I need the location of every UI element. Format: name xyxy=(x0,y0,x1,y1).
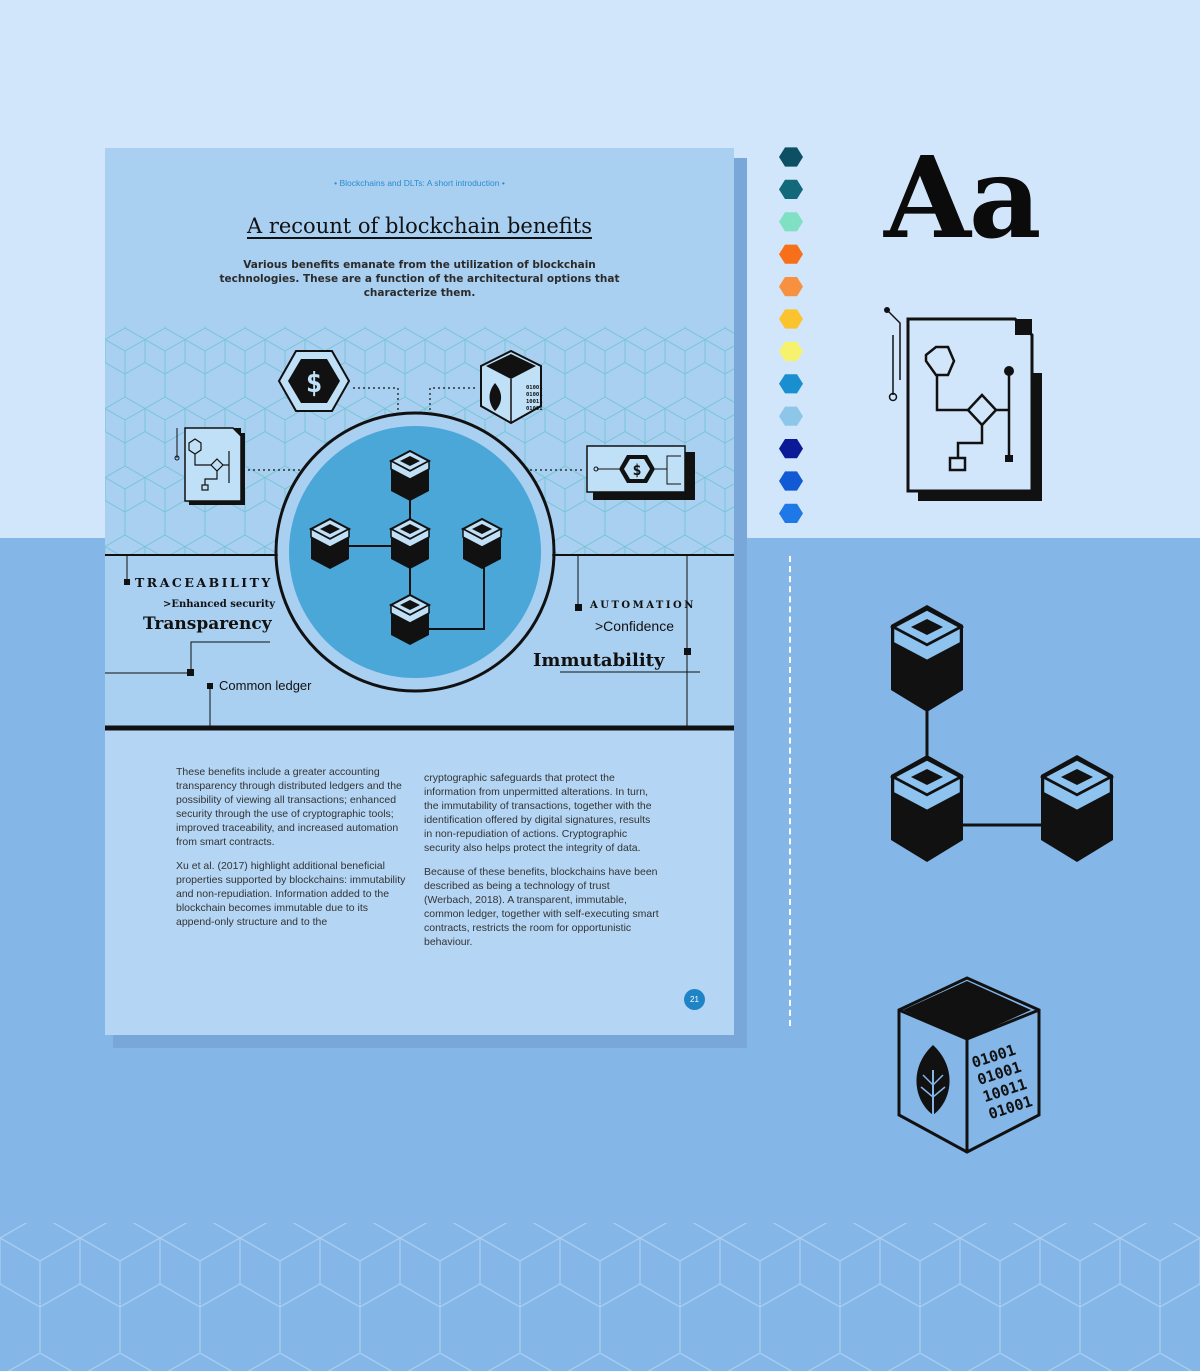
svg-text:$: $ xyxy=(632,461,641,479)
label-traceability: TRACEABILITY xyxy=(135,575,273,590)
block-large-top xyxy=(889,605,965,712)
color-swatch xyxy=(779,341,803,361)
body-column-right: cryptographic safeguards that protect th… xyxy=(424,772,660,961)
svg-text:10011: 10011 xyxy=(526,399,543,405)
svg-text:$: $ xyxy=(306,366,323,399)
label-transparency: Transparency xyxy=(143,614,272,634)
document-circuit-icon xyxy=(884,307,1042,501)
color-swatch xyxy=(779,277,803,297)
color-swatch xyxy=(779,212,803,232)
data-cube-icon: 01001 01001 10011 01001 xyxy=(897,976,1041,1154)
document-circuit-small-icon xyxy=(174,427,245,505)
svg-text:01001: 01001 xyxy=(526,385,543,391)
dollar-hexagon-icon: $ xyxy=(277,350,351,412)
color-swatch xyxy=(779,374,803,394)
leaf-cube-icon: 01001 01001 10011 01001 xyxy=(480,349,543,425)
svg-text:01001: 01001 xyxy=(526,406,543,412)
type-specimen: Aa xyxy=(884,133,1041,264)
label-common-ledger: Common ledger xyxy=(219,678,312,693)
body-column-left: These benefits include a greater account… xyxy=(176,766,408,941)
color-swatch xyxy=(779,503,803,523)
color-swatch xyxy=(779,406,803,426)
block-large-bottom-right xyxy=(1039,755,1115,862)
block-large-bottom-left xyxy=(889,755,965,862)
page-title: A recount of blockchain benefits xyxy=(246,214,593,238)
color-palette xyxy=(779,147,803,523)
divider-dashed xyxy=(789,556,791,1026)
page-text-area xyxy=(105,728,734,1035)
color-swatch xyxy=(779,471,803,491)
hex-pattern-bottom xyxy=(0,1223,1200,1371)
color-swatch xyxy=(779,179,803,199)
blockchain-blocks-icon xyxy=(889,605,1115,862)
label-confidence: >Confidence xyxy=(595,618,675,634)
running-head: • Blockchains and DLTs: A short introduc… xyxy=(334,178,505,188)
color-swatch xyxy=(779,439,803,459)
svg-text:01001: 01001 xyxy=(526,392,543,398)
page-subtitle: Various benefits emanate from the utiliz… xyxy=(219,259,620,299)
color-swatch xyxy=(779,244,803,264)
color-swatch xyxy=(779,309,803,329)
body-paragraph: These benefits include a greater account… xyxy=(176,766,402,848)
label-automation: AUTOMATION xyxy=(590,600,696,611)
page-number: 21 xyxy=(684,989,705,1010)
body-paragraph: cryptographic safeguards that protect th… xyxy=(424,772,652,854)
benefits-diagram: $ 01001 01001 10011 01001 xyxy=(105,326,734,731)
body-paragraph: Xu et al. (2017) highlight additional be… xyxy=(176,860,406,929)
body-paragraph: Because of these benefits, blockchains h… xyxy=(424,866,659,948)
color-swatch xyxy=(779,147,803,167)
card-dollar-icon: $ xyxy=(586,445,695,500)
block-icon xyxy=(388,449,432,501)
label-immutability: Immutability xyxy=(533,650,665,671)
label-enhanced-security: >Enhanced security xyxy=(163,599,276,610)
brochure-page: • Blockchains and DLTs: A short introduc… xyxy=(105,148,734,1035)
